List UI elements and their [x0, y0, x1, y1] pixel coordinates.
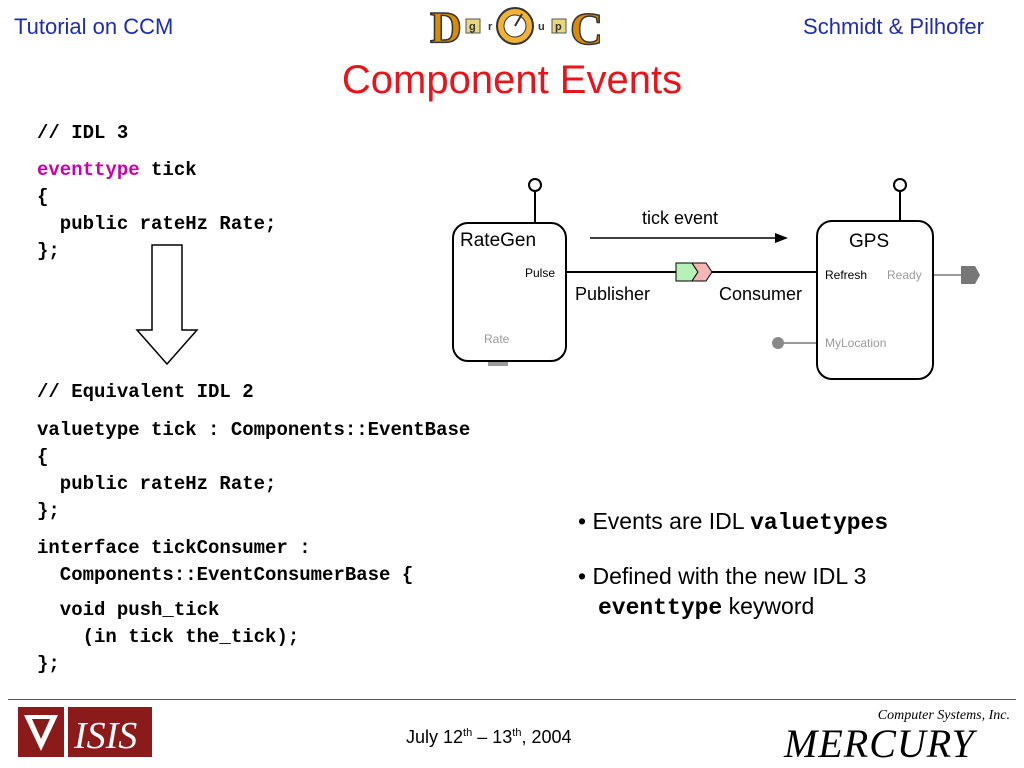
gps-label: GPS	[849, 231, 890, 252]
idl3-line: };	[37, 240, 60, 262]
idl2-line: };	[37, 500, 60, 522]
mercury-logo-wordmark: MERCURY	[784, 721, 975, 766]
consumer-label: Consumer	[719, 284, 803, 304]
mercury-logo: Computer Systems, Inc. MERCURY	[780, 708, 1010, 766]
rategen-component	[452, 222, 567, 362]
logo-letter-p: p	[555, 21, 562, 33]
slide-title: Component Events	[341, 58, 683, 102]
logo-letter-r: r	[488, 21, 493, 33]
gps-component	[816, 220, 934, 380]
bullet-code: valuetypes	[750, 510, 889, 536]
rate-attribute-label: Rate	[484, 332, 510, 346]
bullet-dot: •	[578, 508, 587, 534]
isis-logo-text: ISIS	[73, 715, 137, 757]
logo-letter-c: C	[570, 3, 600, 50]
idl2-interface-block: interface tickConsumer : Components::Eve…	[37, 535, 413, 589]
footer-date: July 12th – 13th, 2004	[406, 727, 572, 747]
bullet-code: eventtype	[598, 595, 723, 621]
bullet-dot: •	[578, 563, 587, 589]
bullet-item: • Defined with the new IDL 3 eventtype k…	[578, 563, 867, 621]
doc-group-logo: D g r u p C	[429, 2, 604, 55]
idl2-line: interface tickConsumer :	[37, 537, 311, 559]
mylocation-port-label: MyLocation	[825, 336, 887, 350]
idl3-event-name: tick	[139, 159, 197, 181]
idl2-line: {	[37, 446, 49, 468]
idl2-comment: // Equivalent IDL 2	[37, 381, 254, 403]
eventtype-keyword: eventtype	[37, 159, 140, 181]
idl3-line: public rateHz Rate;	[37, 213, 277, 235]
idl2-line: Components::EventConsumerBase {	[37, 564, 414, 586]
tick-event-label: tick event	[642, 208, 719, 228]
idl2-code-block: valuetype tick : Components::EventBase {…	[37, 417, 470, 525]
idl2-operation-block: void push_tick (in tick the_tick); };	[37, 597, 299, 678]
mercury-logo-subtitle: Computer Systems, Inc.	[877, 708, 1010, 723]
idl3-code-block: eventtype tick { public rateHz Rate; };	[37, 157, 276, 265]
header-right-authors: Schmidt & Pilhofer	[803, 14, 984, 39]
idl3-comment: // IDL 3	[37, 122, 129, 144]
idl2-line: void push_tick	[37, 599, 220, 621]
pulse-port-label: Pulse	[525, 266, 556, 280]
idl2-line: public rateHz Rate;	[37, 473, 277, 495]
logo-letter-d: D	[430, 3, 462, 50]
logo-letter-g: g	[469, 21, 476, 33]
ready-port-label: Ready	[887, 268, 922, 282]
logo-letter-u: u	[538, 21, 545, 33]
idl2-line: };	[37, 653, 60, 675]
publisher-label: Publisher	[575, 284, 651, 304]
equivalence-down-arrow-icon	[135, 244, 199, 366]
idl3-line: {	[37, 186, 49, 208]
bullet-item: • Events are IDL valuetypes	[578, 508, 889, 536]
rategen-label: RateGen	[460, 230, 537, 251]
refresh-port-label: Refresh	[825, 268, 868, 282]
component-diagram: RateGen GPS Pulse Rate Refresh Ready MyL…	[430, 170, 990, 390]
header-left-title: Tutorial on CCM	[14, 14, 174, 39]
idl2-line: valuetype tick : Components::EventBase	[37, 419, 471, 441]
idl2-line: (in tick the_tick);	[37, 626, 300, 648]
vanderbilt-isis-logo: ISIS	[18, 707, 152, 757]
footer-divider	[8, 699, 1016, 700]
